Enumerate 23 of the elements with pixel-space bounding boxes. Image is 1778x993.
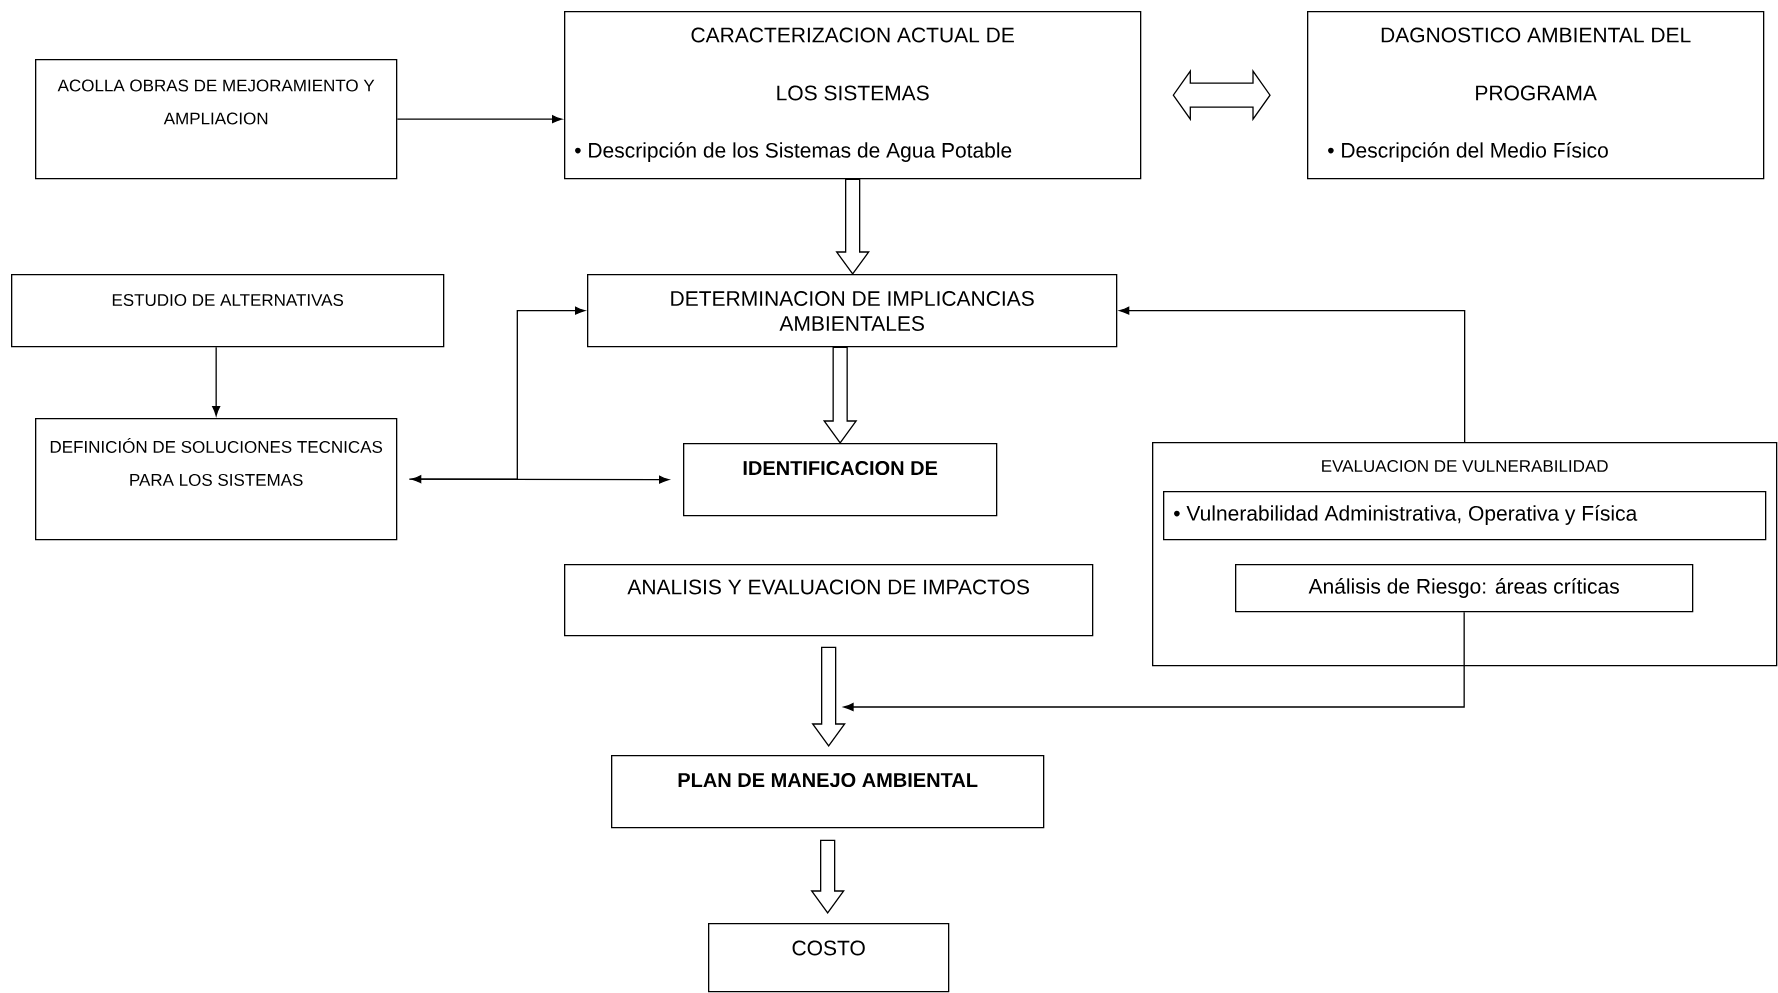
process-box: DAGNOSTICO AMBIENTAL DEL PROGRAMA • Descripción del Medio Físico: [1307, 11, 1765, 180]
block-arrow: [822, 346, 858, 445]
block-arrow: [810, 839, 845, 915]
arrow: [396, 115, 562, 124]
arrow: [212, 346, 221, 416]
process-box: IDENTIFICACION DE: [683, 443, 998, 517]
process-box: • Vulnerabilidad Administrativa, Operativa y Física: [1163, 491, 1767, 541]
process-box: DETERMINACION DE IMPLICANCIAS AMBIENTALES: [587, 274, 1118, 348]
arrow: [843, 611, 1465, 711]
block-arrow: [811, 646, 846, 748]
process-box: ANALISIS Y EVALUACION DE IMPACTOS: [564, 564, 1094, 637]
arrow: [411, 475, 669, 484]
process-box: Análisis de Riesgo: áreas críticas: [1235, 564, 1694, 613]
process-box: COSTO: [708, 923, 950, 993]
process-box: DEFINICIÓN DE SOLUCIONES TECNICAS PARA LOS SISTEMAS: [35, 418, 398, 541]
block-arrow: [835, 178, 870, 276]
arrow: [408, 306, 585, 480]
process-box: PLAN DE MANEJO AMBIENTAL: [611, 755, 1045, 829]
process-box: CARACTERIZACION ACTUAL DE LOS SISTEMAS • Descripción de los Sistemas de Agua Potable: [564, 11, 1142, 180]
block-arrow: [1172, 69, 1271, 122]
arrow: [1119, 306, 1466, 443]
process-box: ACOLLA OBRAS DE MEJORAMIENTO Y AMPLIACION: [35, 59, 398, 180]
process-box: ESTUDIO DE ALTERNATIVAS: [11, 274, 445, 348]
